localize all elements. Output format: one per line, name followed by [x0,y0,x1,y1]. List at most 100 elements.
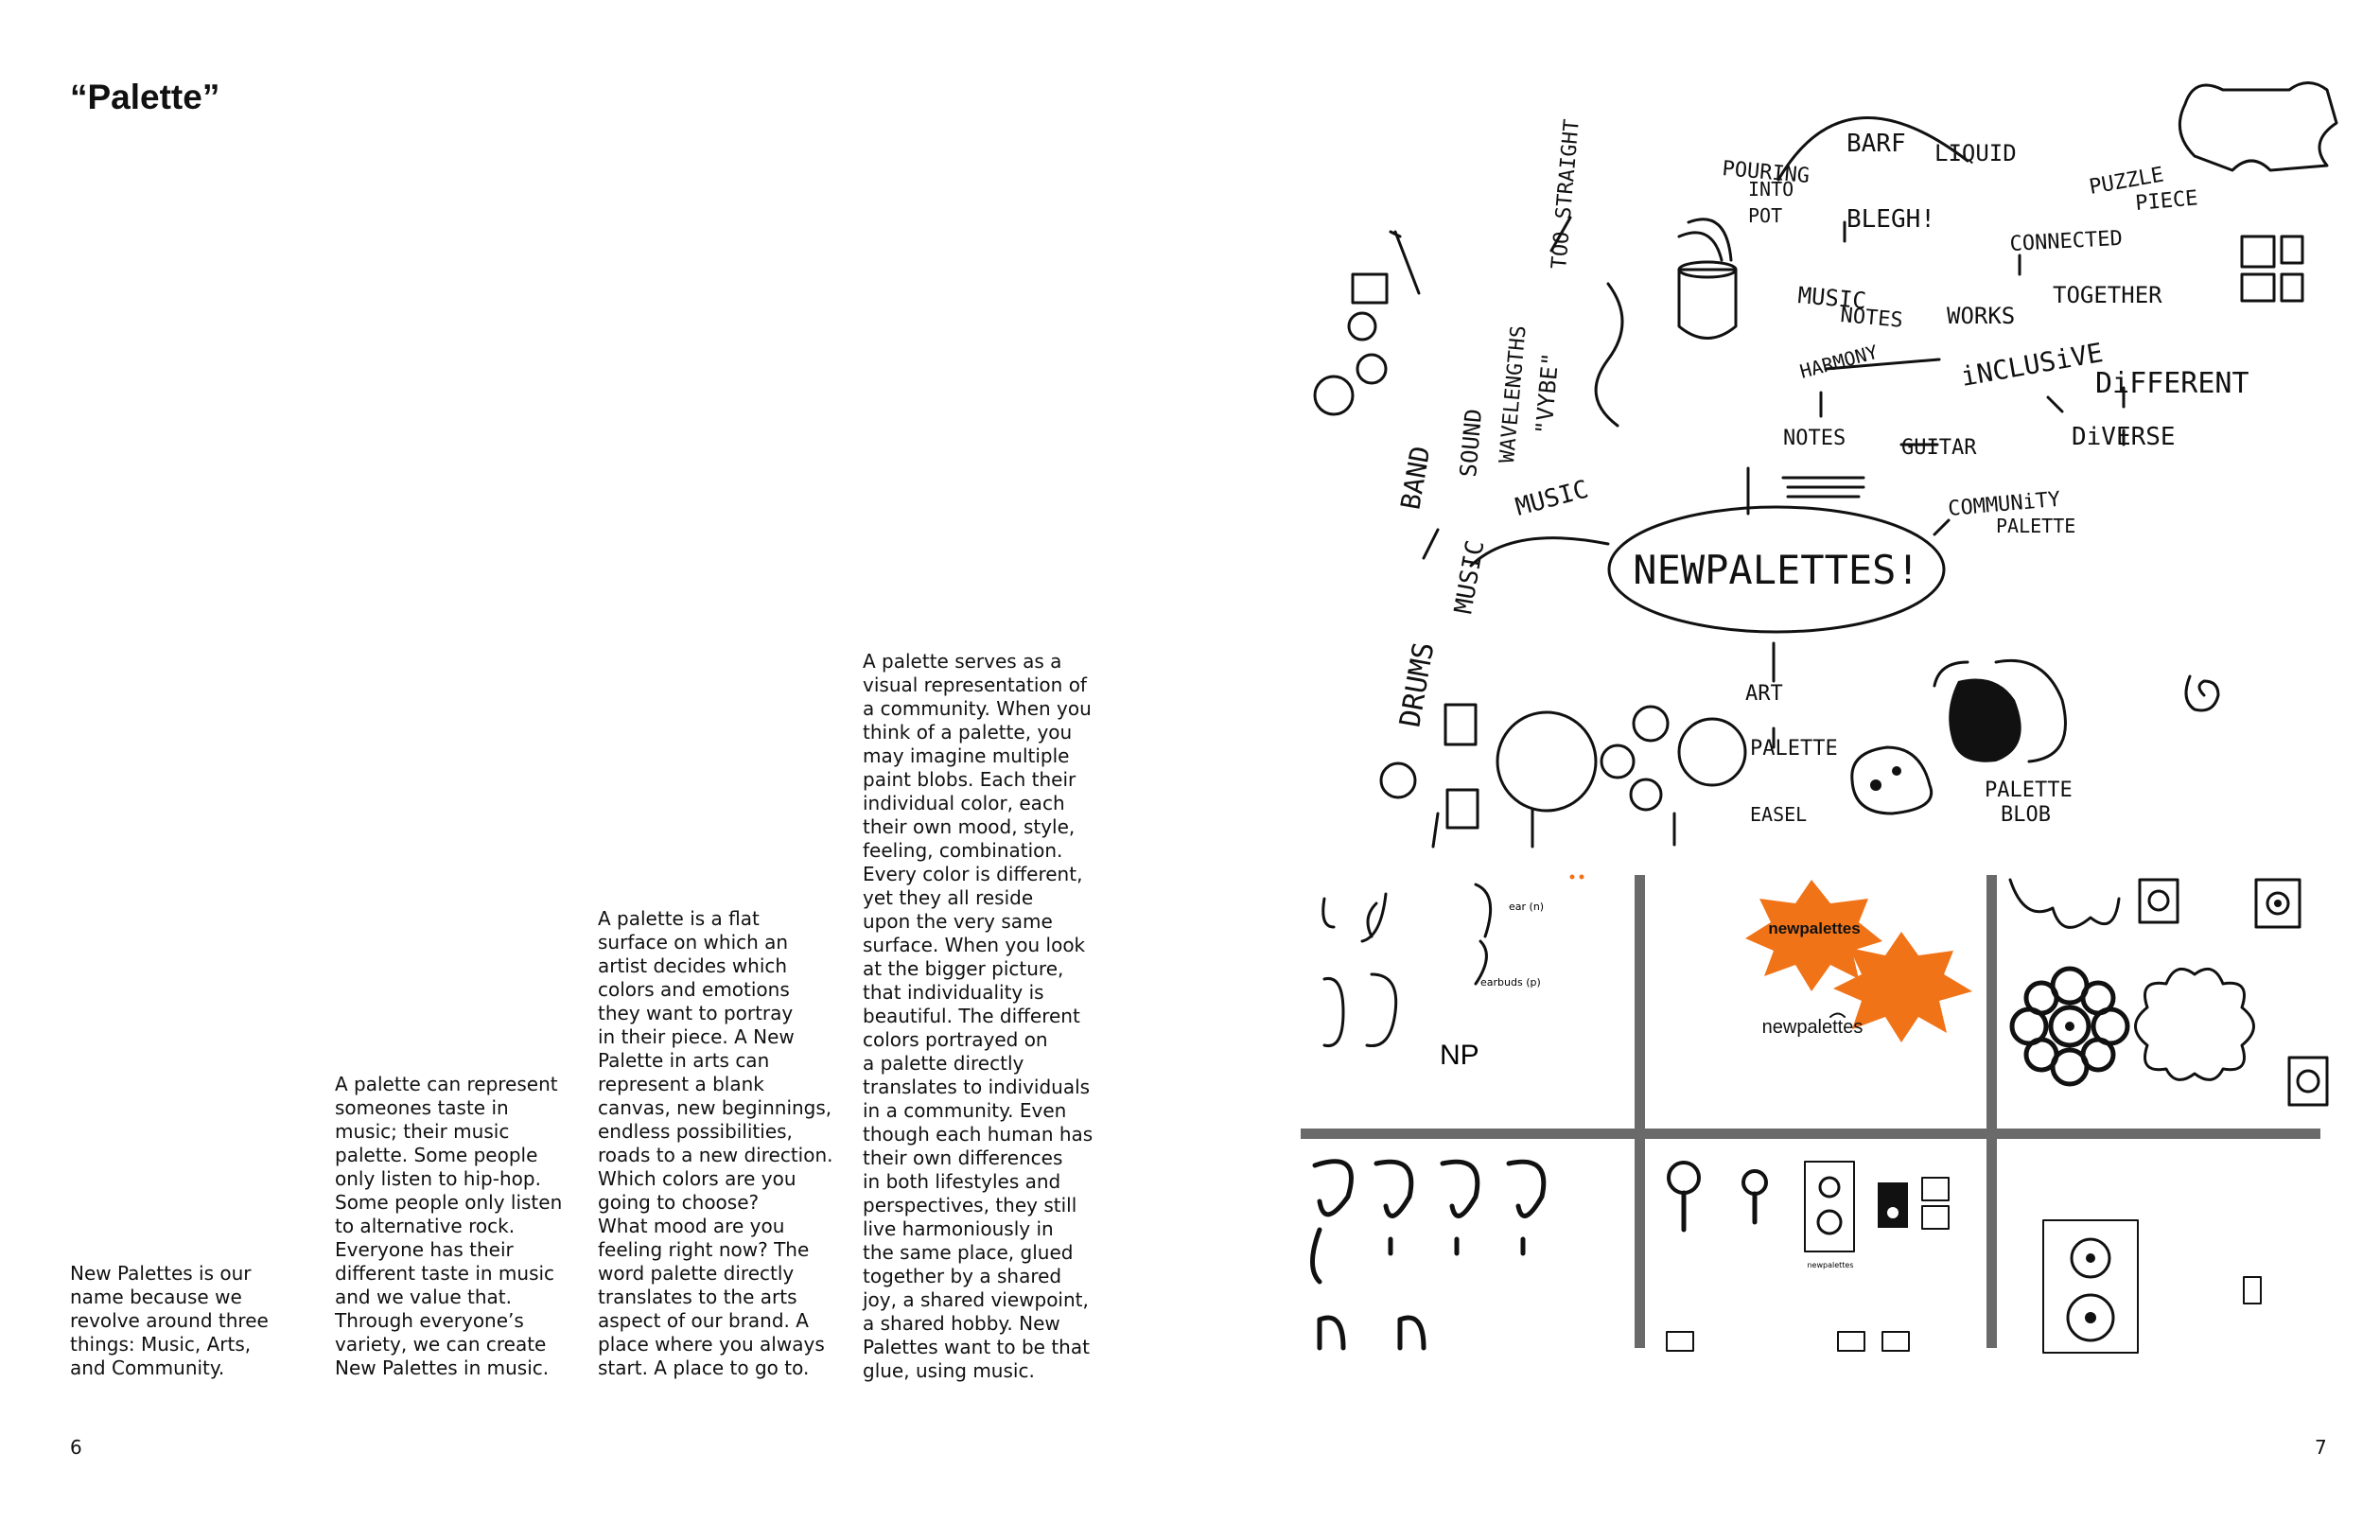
text-line: New Palettes is our [70,1262,252,1285]
text-line: things: Music, Arts, [70,1333,252,1356]
text-line: roads to a new direction. [598,1144,833,1166]
text-line: the same place, glued [863,1241,1074,1264]
svg-text:PIECE: PIECE [2134,186,2198,216]
text-line: individual color, each [863,792,1065,814]
page-number-left: 6 [70,1436,82,1459]
text-line: that individuality is [863,981,1044,1004]
text-line: Every color is different, [863,863,1083,885]
text-line: together by a shared [863,1265,1062,1287]
text-line: a shared hobby. New [863,1312,1060,1335]
accent-dot [1569,874,1575,880]
accent-dot [1579,874,1584,880]
text-line: revolve around three [70,1309,269,1332]
text-line: Palette in arts can [598,1049,770,1072]
text-line: may imagine multiple [863,744,1070,767]
text-line: A palette serves as a [863,650,1062,673]
text-line: surface on which an [598,931,789,954]
earbud-icon [1741,1169,1768,1225]
text-line: joy, a shared viewpoint, [863,1288,1089,1311]
text-line: name because we [70,1286,242,1308]
connector [1469,536,1610,568]
earbud-icon [1667,1161,1701,1233]
ear-label: ear (n) [1509,901,1544,913]
text-line: Which colors are you [598,1167,796,1190]
flower-small-icon [2066,1293,2115,1342]
svg-text:BLOB: BLOB [2001,803,2051,827]
svg-text:BAND: BAND [1394,444,1436,512]
text-line: colors portrayed on [863,1028,1048,1051]
svg-text:NOTES: NOTES [1839,304,1903,333]
blob-doodle [1933,658,2067,763]
text-line: start. A place to go to. [598,1356,810,1379]
svg-text:WAVELENGTHS: WAVELENGTHS [1496,324,1531,464]
svg-text:ART: ART [1745,682,1783,706]
text-line: upon the very same [863,910,1053,933]
svg-text:SOUND: SOUND [1455,408,1487,478]
text-line: represent a blank [598,1073,764,1095]
text-line: paint blobs. Each their [863,768,1076,791]
text-line: artist decides which [598,954,788,977]
text-line: only listen to hip-hop. [335,1167,541,1190]
drum-kit-doodle [1379,703,1747,849]
text-line: variety, we can create [335,1333,547,1356]
text-line: and Community. [70,1356,225,1379]
svg-text:LIQUID: LIQUID [1934,140,2017,166]
text-line: place where you always [598,1333,825,1356]
svg-text:DiFFERENT: DiFFERENT [2095,367,2249,400]
text-line: perspectives, they still [863,1194,1077,1216]
connector [1549,216,1572,253]
center-bubble [1607,505,1946,634]
connector [1422,528,1440,560]
notes-doodle [1781,476,1865,499]
text-line: beautiful. The different [863,1005,1080,1027]
text-line: Through everyone’s [335,1309,524,1332]
connector [1776,116,1969,182]
text-line: in their piece. A New [598,1025,795,1048]
text-line: colors and emotions [598,978,790,1001]
page-title: “Palette” [70,78,220,116]
text-line: in a community. Even [863,1099,1067,1122]
text-line: palette. Some people [335,1144,538,1166]
text-line: they want to portray [598,1002,794,1024]
mindmap: NEWPALETTES! MUSIC MUSIC BAND SOUND WAVE… [1313,81,2338,849]
text-line: a palette directly [863,1052,1024,1075]
music-doodle [1313,230,1421,416]
svg-text:CONNECTED: CONNECTED [2009,227,2123,256]
svg-text:"VYBE": "VYBE" [1531,352,1564,436]
text-line: their own differences [863,1146,1063,1169]
svg-text:MUSIC: MUSIC [1449,538,1490,616]
text-line: translates to the arts [598,1286,797,1308]
pot-doodle [1677,218,1738,340]
text-line: feeling right now? The [598,1238,810,1261]
text-line: translates to individuals [863,1076,1091,1098]
brand-mark: newpalettes [1768,919,1860,937]
svg-text:POT: POT [1748,204,1782,227]
text-line: New Palettes in music. [335,1356,550,1379]
text-line: endless possibilities, [598,1120,793,1143]
palette-doodle [1850,745,1933,815]
earbuds-label: earbuds (p) [1480,976,1541,989]
spiral-doodle [2184,674,2220,712]
np-mark: NP [1440,1040,1479,1071]
connector [1824,358,1941,371]
text-line: yet they all reside [863,886,1034,909]
text-line: someones taste in [335,1096,509,1119]
svg-text:BLEGH!: BLEGH! [1846,205,1935,234]
text-line: to alternative rock. [335,1215,516,1237]
text-line: visual representation of [863,674,1087,696]
puzzle-doodle [2178,81,2338,303]
grid-divider [1301,1129,2320,1139]
text-line: live harmoniously in [863,1217,1054,1240]
text-line: A palette can represent [335,1073,558,1095]
page-number-right: 7 [2315,1436,2327,1459]
svg-text:WORKS: WORKS [1947,303,2015,329]
svg-text:BARF: BARF [1846,130,1906,158]
sketch-grid: ear (n) earbuds (p) NP newpalettes newpa… [1301,874,2329,1354]
squiggle-doodle [1594,282,1624,428]
svg-text:PALETTE: PALETTE [1996,515,2075,537]
text-line: in both lifestyles and [863,1170,1061,1193]
